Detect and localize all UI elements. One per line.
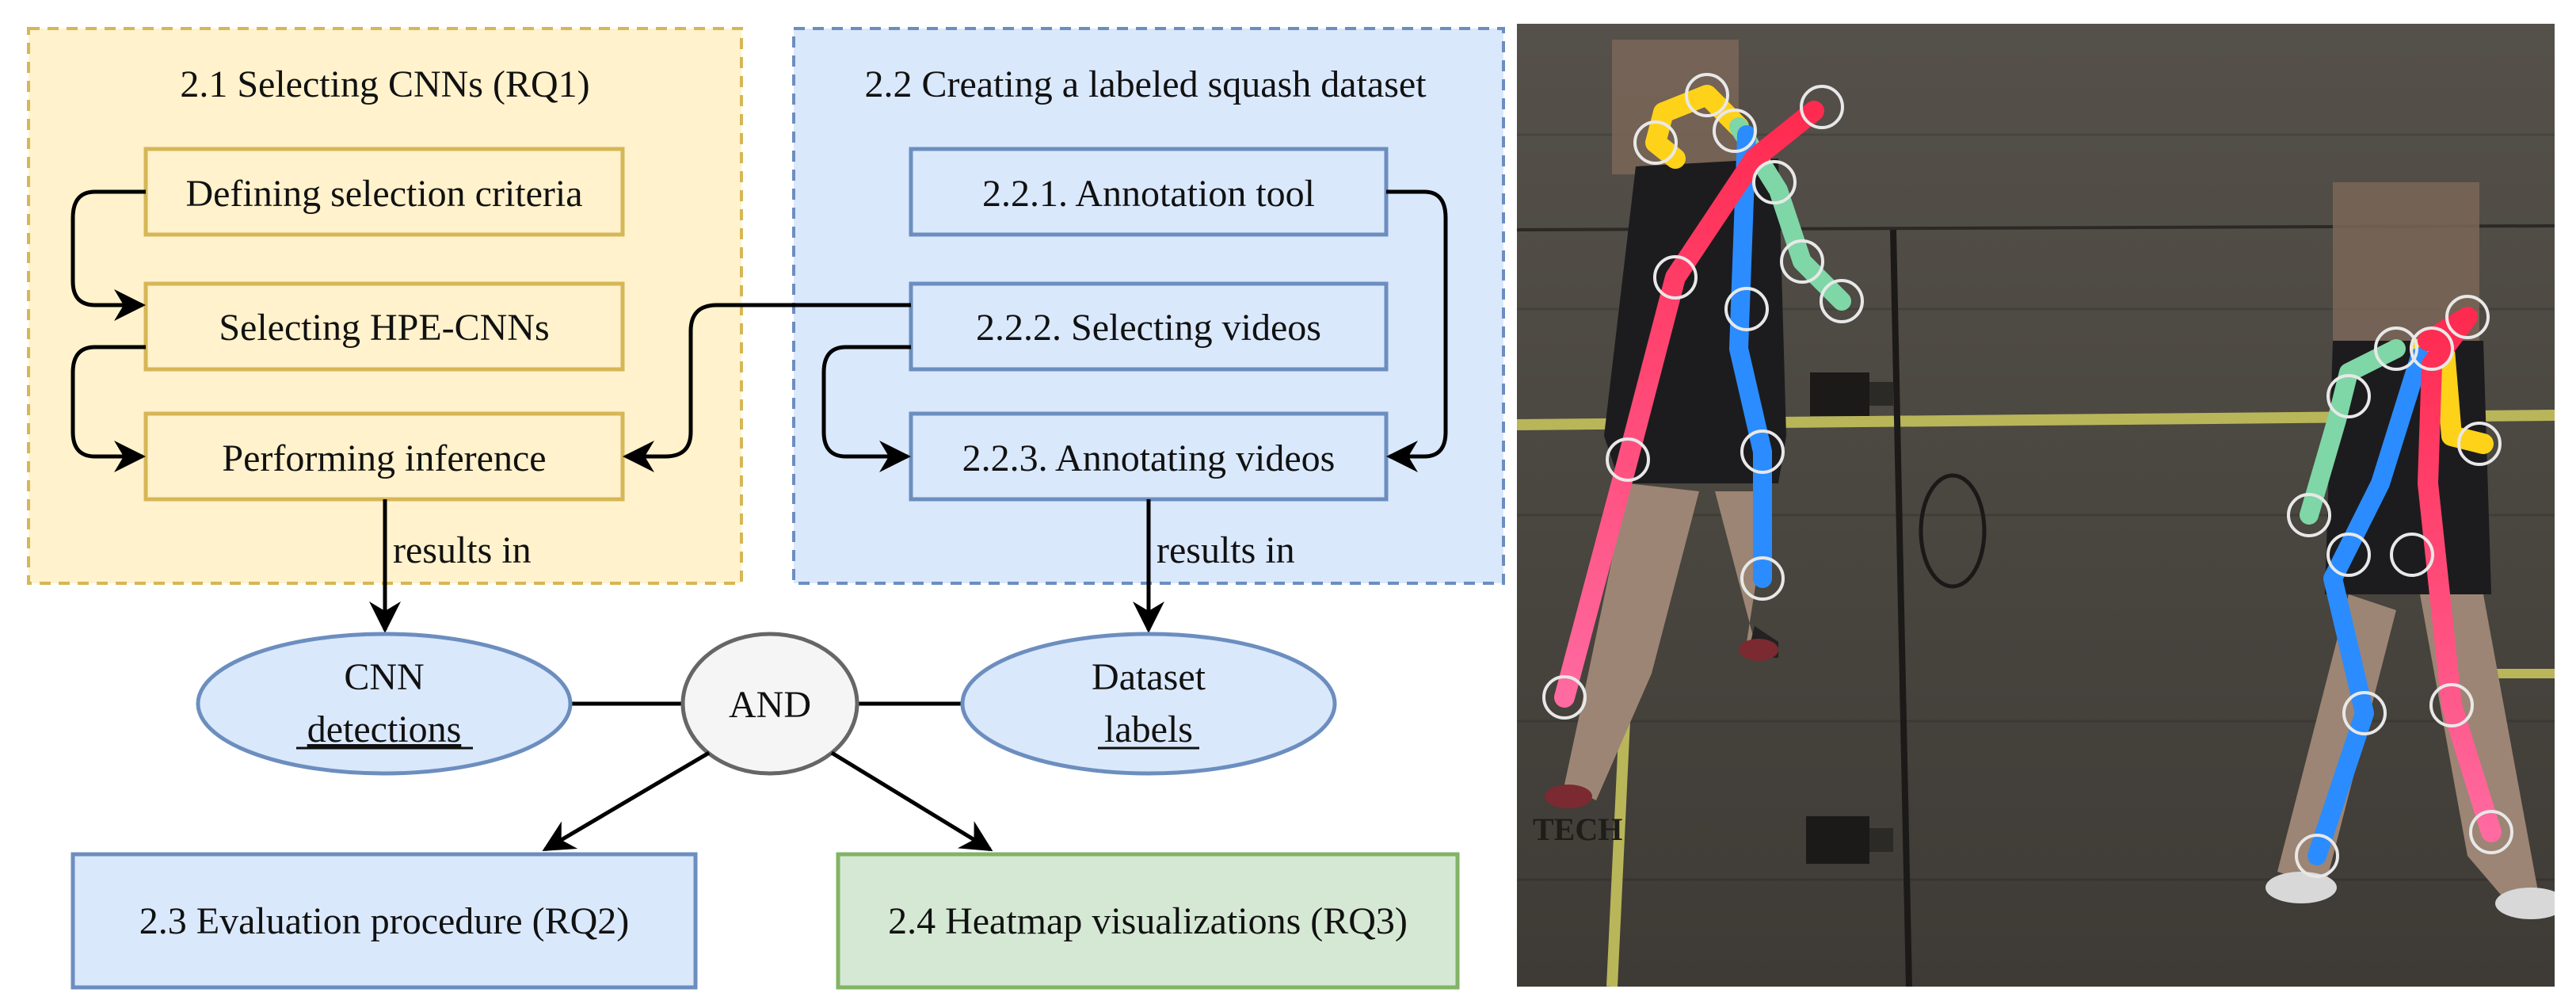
svg-text:Performing inference: Performing inference xyxy=(222,437,546,479)
step-annotating-videos: 2.2.3. Annotating videos xyxy=(909,411,1389,502)
floor-logo-text: TECH xyxy=(1533,811,1622,847)
svg-text:2.2.1. Annotation tool: 2.2.1. Annotation tool xyxy=(982,173,1315,215)
step-annotation-tool: 2.2.1. Annotation tool xyxy=(909,147,1389,237)
edge-label-right: results in xyxy=(1157,529,1295,571)
skeleton-right xyxy=(2287,295,2513,878)
svg-text:AND: AND xyxy=(729,684,811,726)
svg-text:Selecting HPE-CNNs: Selecting HPE-CNNs xyxy=(219,307,549,349)
skeleton-left xyxy=(1542,73,1864,720)
box-evaluation-procedure: 2.3 Evaluation procedure (RQ2) xyxy=(70,852,698,990)
svg-text:2.4 Heatmap visualizations (RQ: 2.4 Heatmap visualizations (RQ3) xyxy=(888,900,1408,942)
step-performing-inference: Performing inference xyxy=(143,411,625,502)
box-heatmap-visualizations: 2.4 Heatmap visualizations (RQ3) xyxy=(836,852,1460,990)
methodology-diagram: 2.1 Selecting CNNs (RQ1) Defining select… xyxy=(27,27,1505,990)
svg-text:Defining selection criteria: Defining selection criteria xyxy=(185,173,582,215)
svg-text:Dataset: Dataset xyxy=(1092,656,1206,698)
ellipse-cnn-detections: CNN detections xyxy=(196,632,573,776)
section-2-1-title: 2.1 Selecting CNNs (RQ1) xyxy=(180,63,589,105)
arrow-and-to-evaluation xyxy=(542,750,711,852)
svg-text:CNN: CNN xyxy=(344,656,424,698)
step-selecting-videos: 2.2.2. Selecting videos xyxy=(909,281,1389,372)
ellipse-dataset-labels: Dataset labels xyxy=(960,632,1337,776)
connector-selecting-to-annotating xyxy=(821,345,911,472)
camera-bottom xyxy=(1806,816,1893,864)
arrow-and-to-heatmap xyxy=(830,750,993,852)
svg-text:detections: detections xyxy=(307,708,462,750)
connector-videos-to-inference xyxy=(623,303,911,472)
step-defining-selection-criteria: Defining selection criteria xyxy=(143,147,625,237)
camera-top xyxy=(1810,372,1893,416)
svg-text:2.3 Evaluation procedure (RQ2): 2.3 Evaluation procedure (RQ2) xyxy=(139,900,629,942)
svg-text:2.2.3. Annotating videos: 2.2.3. Annotating videos xyxy=(962,437,1336,479)
connector-hpe-to-inference xyxy=(70,345,146,472)
squash-pose-photo: TECH xyxy=(1517,24,2555,987)
section-2-2: 2.2 Creating a labeled squash dataset 2.… xyxy=(792,27,1505,585)
svg-text:labels: labels xyxy=(1104,708,1193,750)
section-2-1: 2.1 Selecting CNNs (RQ1) Defining select… xyxy=(27,27,743,585)
step-selecting-hpe-cnns: Selecting HPE-CNNs xyxy=(143,281,625,372)
svg-text:2.2.2. Selecting videos: 2.2.2. Selecting videos xyxy=(976,307,1321,349)
connector-criteria-to-hpe xyxy=(70,189,146,321)
section-2-2-title: 2.2 Creating a labeled squash dataset xyxy=(864,63,1427,105)
connector-tool-to-annotating xyxy=(1386,189,1448,472)
edge-label-left: results in xyxy=(393,529,532,571)
racket xyxy=(1919,473,1987,589)
ellipse-and: AND xyxy=(680,632,859,776)
